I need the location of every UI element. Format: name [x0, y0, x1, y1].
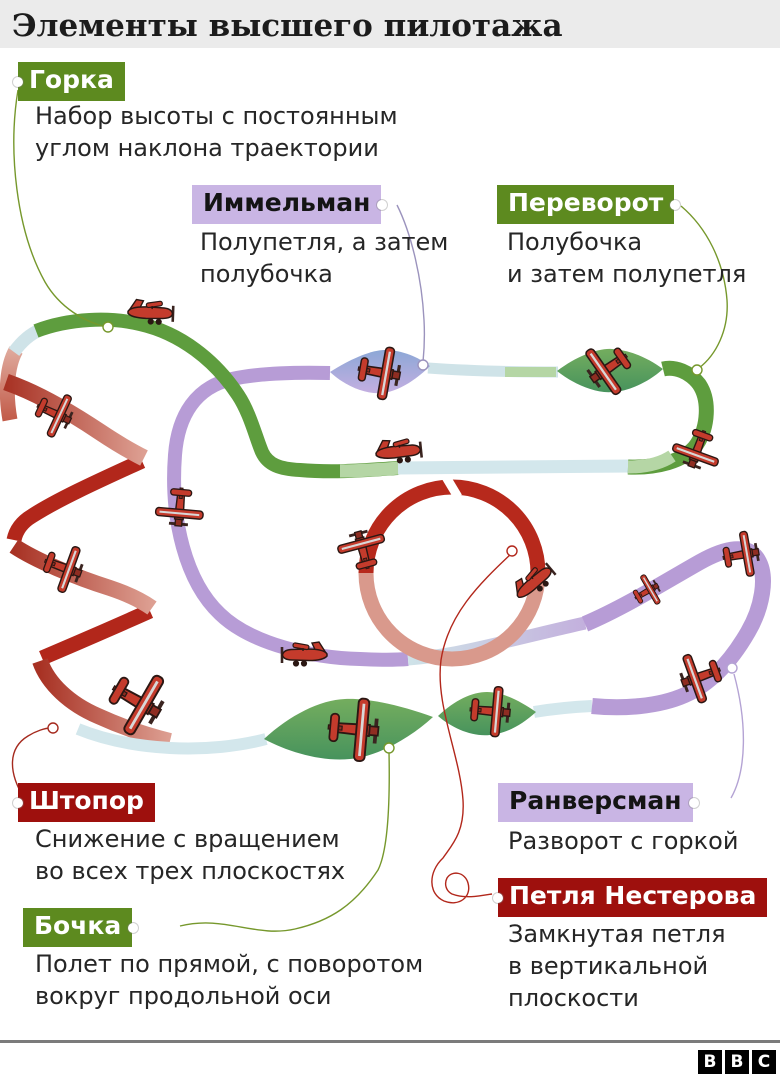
bbc-logo-block: B [725, 1050, 749, 1074]
ribbon-petlya-loop [358, 474, 546, 667]
ribbon-level-flight [397, 459, 633, 475]
biplane-icon [35, 537, 91, 598]
bbc-logo: B B C [698, 1050, 776, 1074]
leader-lines [11, 89, 745, 932]
title-bar: Элементы высшего пилотажа [0, 0, 780, 48]
leader-dot [13, 76, 23, 87]
label-perevorot: Переворот [497, 185, 681, 224]
leader-dot [670, 199, 681, 210]
page-title: Элементы высшего пилотажа [12, 8, 563, 44]
leader-dot [493, 892, 503, 903]
label-ranversman: Ранверсман [498, 783, 699, 822]
leader-dot [377, 199, 388, 210]
leader-dot [688, 797, 699, 808]
ribbon-bochka-entry [533, 700, 593, 718]
label-shtopor: Штопор [13, 783, 155, 822]
label-petlya: Петля Нестерова [493, 878, 768, 917]
label-immelman: Иммельман [192, 185, 388, 224]
ribbon-perevorot-halfloop [627, 360, 714, 475]
ribbon-bochka-exit [75, 723, 268, 755]
desc-ranversman: Разворот с горкой [508, 827, 739, 855]
footer-divider [0, 1040, 780, 1043]
bbc-logo-block: C [752, 1050, 776, 1074]
label-gorka: Горка [13, 62, 125, 101]
bbc-logo-block: B [698, 1050, 722, 1074]
leader-dot [128, 922, 139, 933]
label-bochka: Бочка [23, 908, 139, 947]
biplane-icon [153, 484, 207, 530]
ribbon-ranversman-turn [581, 541, 771, 716]
ribbon-shtopor-spin [3, 373, 172, 749]
leader-dot [13, 797, 23, 808]
